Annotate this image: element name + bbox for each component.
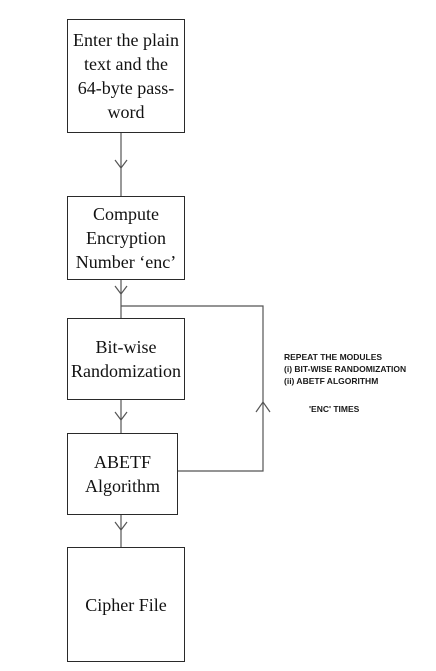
node-input-label: Enter the plain text and the 64-byte pas…	[73, 30, 179, 122]
arrowhead-abetf	[114, 411, 128, 421]
node-input: Enter the plain text and the 64-byte pas…	[67, 19, 185, 133]
repeat-note-line-3: (ii) ABETF ALGORITHM	[284, 376, 379, 386]
repeat-note-line-1: REPEAT THE MODULES	[284, 352, 383, 362]
node-compute: Compute Encryption Number ‘enc’	[67, 196, 185, 280]
node-abetf: ABETF Algorithm	[67, 433, 178, 515]
node-cipher-label: Cipher File	[85, 594, 167, 615]
node-bitwise-label: Bit-wise Randomization	[71, 337, 181, 381]
repeat-note-line-2: (i) BIT-WISE RANDOMIZATION	[284, 364, 407, 374]
repeat-note-times: 'ENC' TIMES	[309, 403, 359, 415]
repeat-note-line-4: 'ENC' TIMES	[309, 404, 360, 414]
arrowhead-bitwise	[114, 285, 128, 295]
loop-arrowhead	[255, 400, 271, 413]
node-cipher: Cipher File	[67, 547, 185, 662]
node-compute-label: Compute Encryption Number ‘enc’	[75, 204, 177, 272]
arrowhead-compute	[114, 159, 128, 169]
repeat-note: REPEAT THE MODULES (i) BIT-WISE RANDOMIZ…	[284, 351, 406, 387]
arrowhead-cipher	[114, 521, 128, 531]
loop-back-line	[121, 305, 264, 472]
node-bitwise: Bit-wise Randomization	[67, 318, 185, 400]
node-abetf-label: ABETF Algorithm	[85, 452, 160, 496]
